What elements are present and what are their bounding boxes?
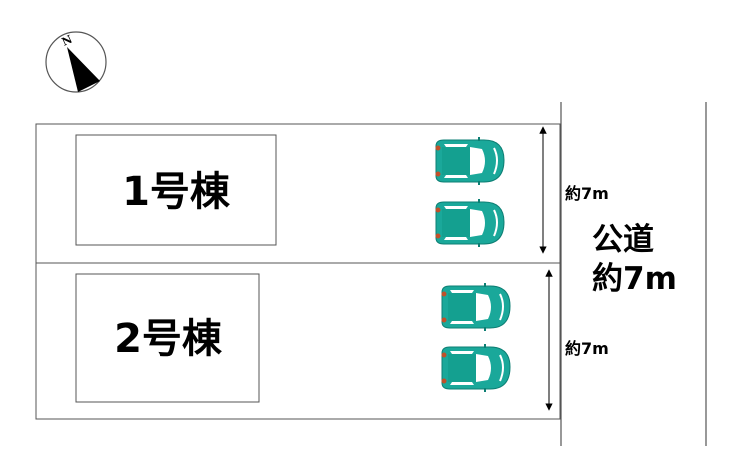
car-icon [434,198,505,248]
road-type: 公道 [592,222,654,258]
car-icon [440,343,511,393]
north-label: N [60,33,75,49]
building-2 [75,273,260,403]
building-1 [75,134,277,246]
lot-2 [35,262,561,420]
lot-1-depth: 約7m [565,184,609,203]
building-1-label: 1号棟 [122,169,231,215]
lot-2-depth: 約7m [565,339,609,358]
building-2-label: 2号棟 [114,316,223,362]
road-width: 約7m [592,261,677,297]
car-icon [440,282,511,332]
north-compass-icon: N [45,31,107,93]
car-icon [434,136,505,186]
